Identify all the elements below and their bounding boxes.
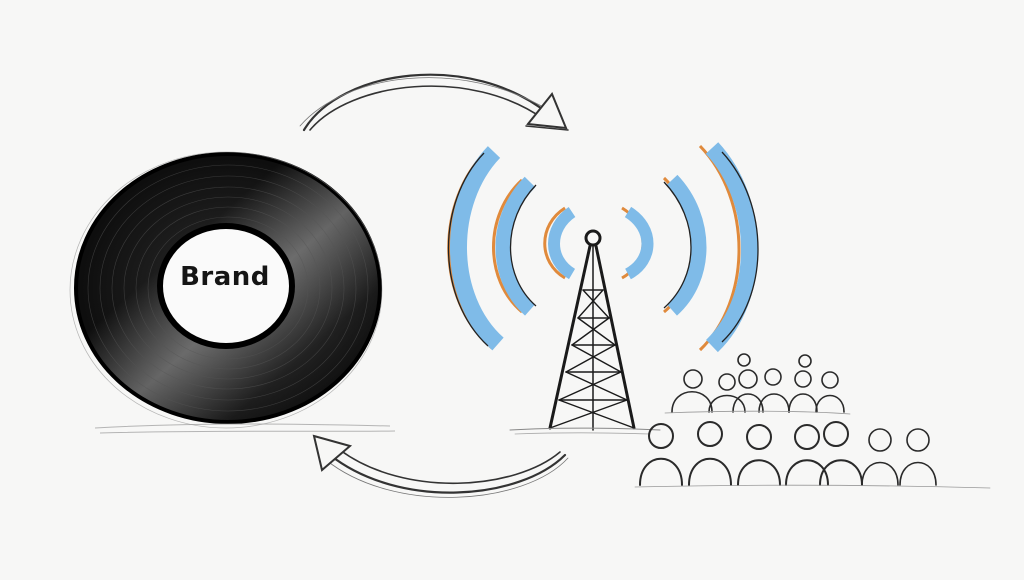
ground-line: [94, 423, 396, 434]
brand-label: Brand: [180, 262, 270, 292]
arrow-left-icon: [312, 434, 569, 498]
arrow-right-icon: [299, 73, 569, 132]
vinyl-record-icon: [69, 151, 383, 429]
broadcast-waves-icon: [447, 142, 759, 353]
audience-icon: [634, 353, 991, 489]
person-icon: [671, 369, 713, 413]
radio-tower-icon: [509, 229, 661, 435]
